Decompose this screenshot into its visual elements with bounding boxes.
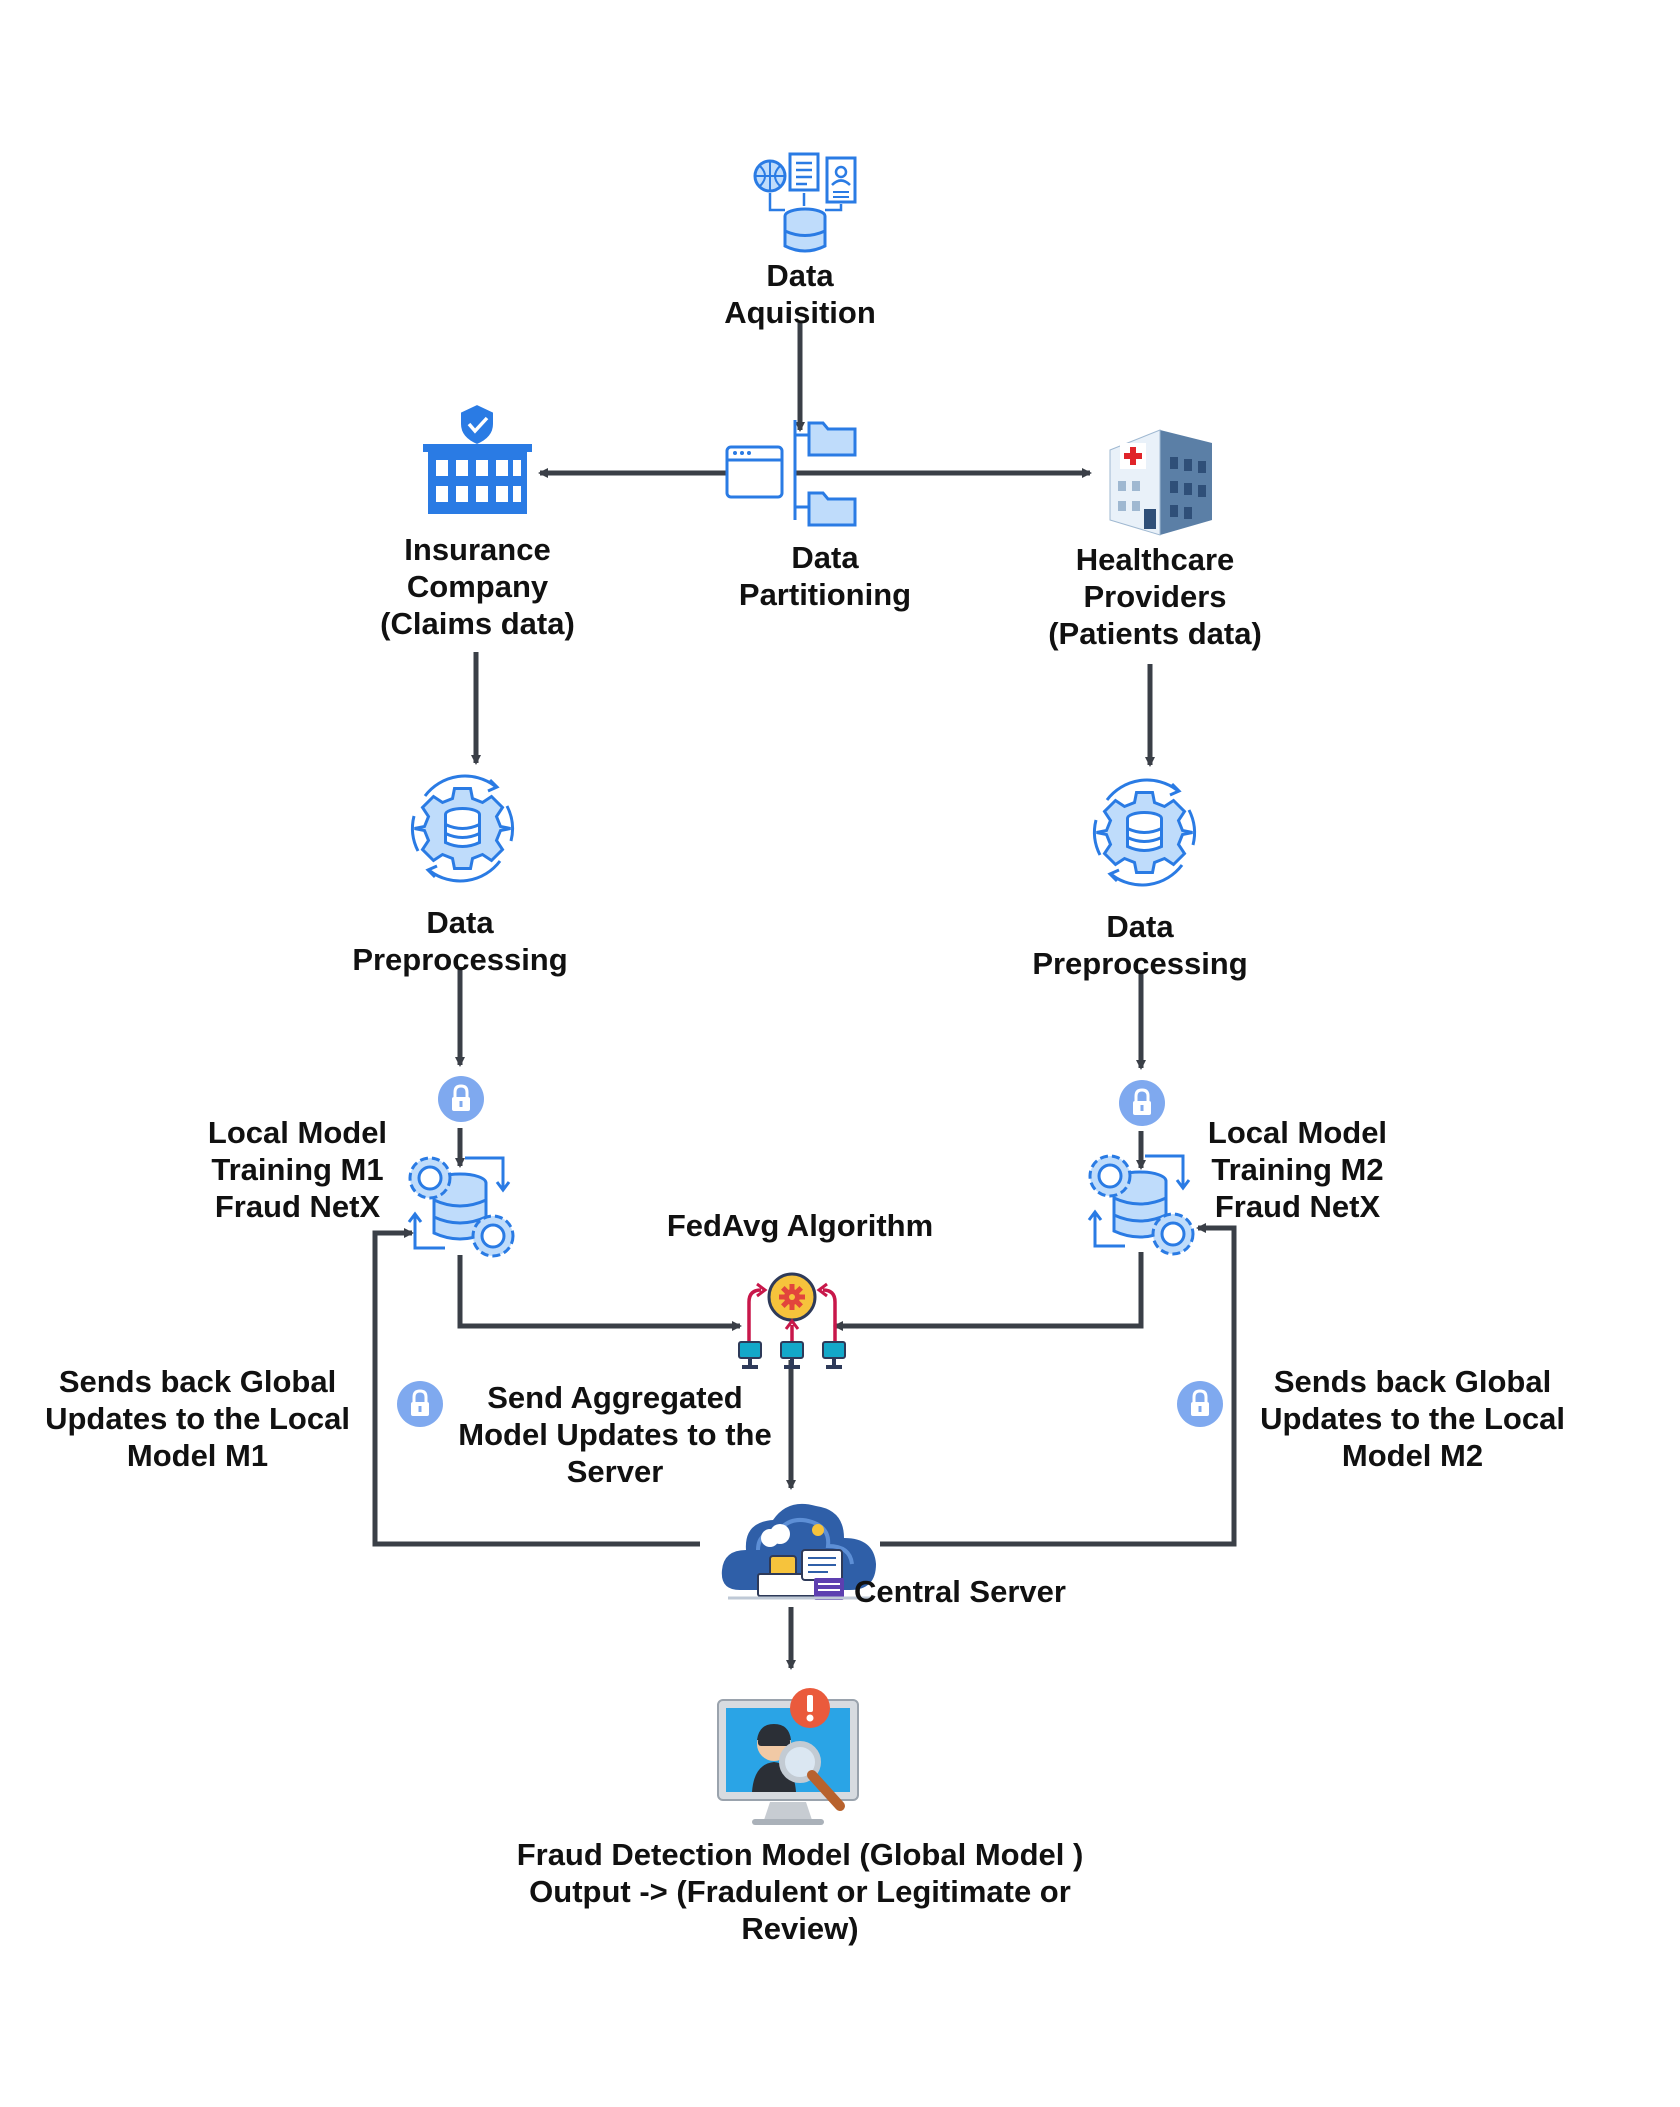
- local-model-m2-label: Local Model Training M2 Fraud NetX: [1207, 1115, 1388, 1224]
- preprocessing-right-label: Data Preprocessing: [1032, 909, 1248, 981]
- model-training-icon: [1087, 1154, 1195, 1256]
- central-server-label: Central Server: [854, 1574, 1066, 1609]
- arrow-m1-to-fedavg: [457, 1255, 742, 1331]
- gear-database-icon: [411, 774, 514, 883]
- lock-icon: [438, 1076, 484, 1122]
- local-model-m1-label: Local Model Training M1 Fraud NetX: [207, 1115, 388, 1224]
- fedavg-label: FedAvg Algorithm: [666, 1208, 934, 1243]
- arrow-m2-to-fedavg: [833, 1252, 1144, 1331]
- preprocessing-left-label: Data Preprocessing: [352, 905, 568, 977]
- sends-back-m2-label: Sends back Global Updates to the Local M…: [1260, 1364, 1565, 1473]
- sends-back-m1-label: Sends back Global Updates to the Local M…: [45, 1364, 350, 1473]
- hospital-icon: [1109, 429, 1212, 536]
- arrow-server-to-m2: [880, 1223, 1237, 1547]
- fraud-detection-label: Fraud Detection Model (Global Model ) Ou…: [516, 1837, 1084, 1946]
- data-partitioning-label: Data Partitioning: [738, 540, 912, 612]
- model-training-icon: [407, 1156, 515, 1258]
- fraud-alert-monitor-icon: [717, 1688, 859, 1825]
- gear-database-icon: [1093, 778, 1196, 887]
- insurance-building-icon: [423, 402, 532, 514]
- lock-icon: [1119, 1080, 1165, 1126]
- federated-network-icon: [738, 1272, 846, 1369]
- lock-icon: [397, 1381, 443, 1427]
- insurance-company-label: Insurance Company (Claims data): [380, 532, 575, 641]
- arrow-server-to-m1: [372, 1228, 700, 1547]
- healthcare-providers-label: Healthcare Providers (Patients data): [1048, 542, 1262, 651]
- data-acquisition-label: Data Aquisition: [724, 258, 876, 330]
- folder-split-icon: [725, 420, 857, 527]
- cloud-server-icon: [721, 1503, 876, 1600]
- lock-icon: [1177, 1381, 1223, 1427]
- database-documents-icon: [753, 152, 857, 253]
- send-aggregated-label: Send Aggregated Model Updates to the Ser…: [458, 1380, 772, 1489]
